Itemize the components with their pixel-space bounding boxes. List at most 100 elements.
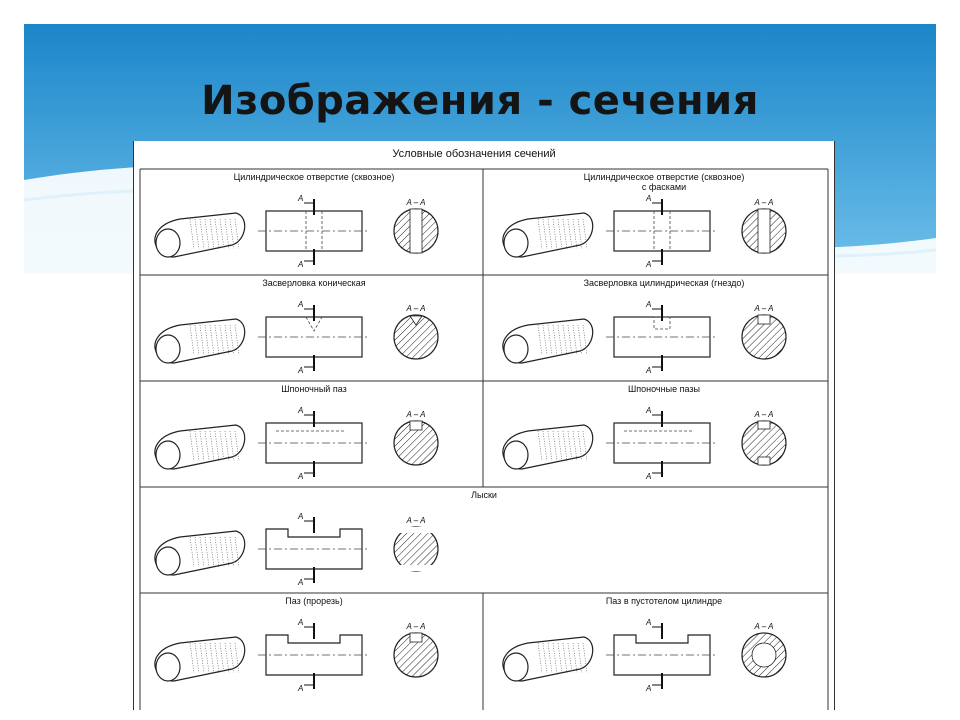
shaft-shading — [234, 324, 240, 356]
shaft-shading — [194, 642, 200, 674]
section-mark: A – A — [406, 622, 426, 631]
cut-letter: A — [297, 684, 303, 693]
shaft-shading — [572, 218, 578, 250]
shaft-shading — [204, 430, 210, 462]
shaft-sketch — [154, 318, 246, 364]
section-mark: A – A — [754, 410, 774, 419]
cut-letter: A — [297, 472, 303, 481]
section-mark: A – A — [406, 410, 426, 419]
shaft-end — [155, 546, 181, 576]
section-flat — [394, 565, 438, 571]
section-view: A – A — [393, 304, 439, 360]
shaft-shading — [209, 642, 215, 674]
cut-letter: A — [645, 300, 651, 309]
shaft-shading — [537, 430, 543, 462]
shaft-shading — [567, 324, 573, 356]
hidden-line — [305, 316, 323, 332]
shaft-sketch — [154, 212, 246, 258]
shaft-shading — [567, 642, 573, 674]
shaft-shading — [572, 324, 578, 356]
side-view — [258, 528, 370, 570]
shaft-shading — [219, 324, 225, 356]
shaft-shading — [229, 642, 235, 674]
shaft-shading — [194, 536, 200, 568]
section-mark: A – A — [406, 304, 426, 313]
cut-letter: A — [645, 684, 651, 693]
shaft-shading — [209, 218, 215, 250]
shaft-shading — [542, 324, 548, 356]
cut-letter: A — [645, 472, 651, 481]
shaft-shading — [582, 430, 588, 462]
cell-title: Засверловка коническая — [262, 278, 365, 288]
section-mark: A – A — [754, 198, 774, 207]
shaft-sketch — [502, 424, 594, 470]
shaft-shading — [234, 536, 240, 568]
shaft-sketch — [502, 636, 594, 682]
shaft-shading — [557, 430, 563, 462]
cut-letter: A — [645, 406, 651, 415]
shaft-shading — [234, 642, 240, 674]
shaft-shading — [547, 324, 553, 356]
shaft-shading — [547, 430, 553, 462]
shaft-shading — [537, 642, 543, 674]
section-hole — [757, 456, 771, 466]
shaft-shading — [582, 324, 588, 356]
shaft-shading — [224, 536, 230, 568]
shaft-shading — [542, 642, 548, 674]
section-cell: Паз (прорезь)AAA – A — [154, 596, 439, 693]
shaft-shading — [204, 218, 210, 250]
shaft-sketch — [154, 424, 246, 470]
shaft-shading — [199, 218, 205, 250]
shaft-shading — [209, 536, 215, 568]
shaft-shading — [582, 642, 588, 674]
side-view — [606, 316, 718, 358]
cut-letter: A — [297, 366, 303, 375]
shaft-shading — [552, 324, 558, 356]
shaft-shading — [557, 324, 563, 356]
section-circle — [393, 526, 439, 572]
section-mark: A – A — [406, 198, 426, 207]
shaft-shading — [229, 430, 235, 462]
cut-letter: A — [645, 618, 651, 627]
shaft-shading — [577, 642, 583, 674]
shaft-shading — [214, 324, 220, 356]
shaft-sketch — [154, 530, 246, 576]
section-hole — [409, 315, 423, 326]
section-hole — [757, 314, 771, 325]
shaft-end — [155, 228, 181, 258]
side-view — [258, 316, 370, 358]
section-view: A – A — [393, 622, 439, 678]
slide-title: Изображения - сечения — [201, 78, 759, 124]
cut-letter: A — [297, 578, 303, 587]
shaft-shading — [537, 324, 543, 356]
shaft-shading — [552, 642, 558, 674]
side-view — [606, 422, 718, 464]
shaft-sketch — [154, 636, 246, 682]
shaft-shading — [189, 642, 195, 674]
shaft-shading — [577, 430, 583, 462]
sections-sheet: Условные обозначения сечений Цилиндричес… — [133, 141, 835, 710]
cell-title: Паз (прорезь) — [285, 596, 343, 606]
shaft-shading — [199, 642, 205, 674]
shaft-shading — [209, 324, 215, 356]
shaft-shading — [194, 218, 200, 250]
shaft-shading — [194, 324, 200, 356]
shaft-shading — [552, 218, 558, 250]
side-view — [606, 210, 718, 252]
cell-title: Цилиндрическое отверстие (сквозное) — [234, 172, 395, 182]
shaft-shading — [547, 218, 553, 250]
section-hole — [757, 420, 771, 430]
side-view — [606, 634, 718, 676]
shaft-end — [503, 334, 529, 364]
shaft-shading — [214, 218, 220, 250]
shaft-shading — [582, 218, 588, 250]
section-hole — [409, 208, 423, 254]
section-mark: A – A — [754, 622, 774, 631]
side-view — [258, 210, 370, 252]
side-view — [258, 422, 370, 464]
cell-title: Шпоночный паз — [281, 384, 346, 394]
section-view: A – A — [741, 410, 787, 466]
